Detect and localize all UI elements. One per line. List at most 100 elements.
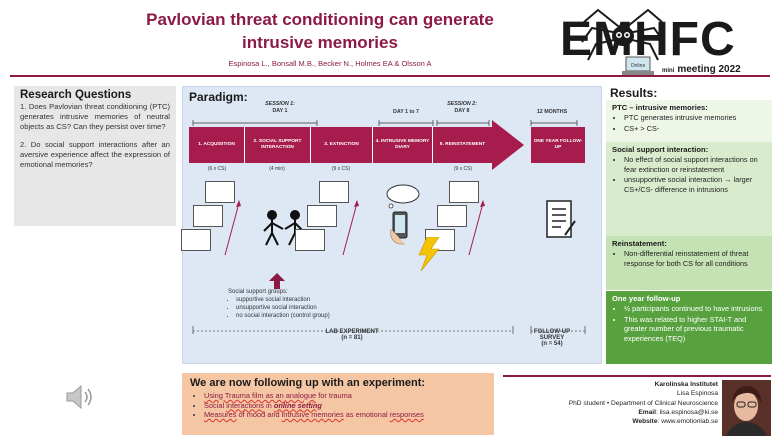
ext-fixation-image bbox=[307, 205, 337, 227]
results-follow-up-box: One year follow-up ½ participants contin… bbox=[606, 291, 772, 364]
lightning-icon bbox=[418, 237, 440, 272]
results-ptc-box: PTC – intrusive memories: PTC generates … bbox=[606, 100, 772, 142]
result-item: CS+ > CS- bbox=[624, 124, 766, 133]
session2-title: SESSION 2: bbox=[447, 101, 477, 107]
authors: Espinosa L., Bonsall M.B., Becker N., Ho… bbox=[228, 59, 432, 68]
cs-hat-image bbox=[181, 229, 211, 251]
text-run: for trauma bbox=[316, 391, 352, 400]
results-follow-up-title: One year follow-up bbox=[612, 294, 681, 303]
rein-fixation-image bbox=[437, 205, 467, 227]
session1-label: SESSION 1: DAY 1 bbox=[253, 101, 307, 115]
smartphone-icon bbox=[390, 211, 408, 245]
research-question-2: 2. Do social support interactions after … bbox=[20, 140, 170, 169]
institute-name: Karolinska Institutet bbox=[654, 381, 718, 388]
presenter-role: PhD student • Department of Clinical Neu… bbox=[568, 399, 718, 407]
session2-label: SESSION 2: DAY 8 bbox=[435, 101, 489, 115]
follow-up-survey-label: FOLLOW-UP SURVEY (n = 54) bbox=[522, 329, 582, 347]
results-reinstatement-box: Reinstatement: Non-differential reinstat… bbox=[606, 236, 772, 290]
session1-title: SESSION 1: bbox=[265, 101, 295, 107]
group-item: no social interaction (control group) bbox=[236, 312, 330, 320]
paradigm-title: Paradigm: bbox=[189, 90, 248, 104]
results-reinstatement-title: Reinstatement: bbox=[612, 239, 667, 248]
acquisition-trials: (6 x CS) bbox=[207, 166, 227, 172]
up-arrow-icon bbox=[269, 273, 285, 289]
text-run: Measures bbox=[204, 410, 237, 420]
logo-sub-text: meeting 2022 bbox=[677, 64, 741, 75]
follow-up-title: We are now following up with an experime… bbox=[190, 377, 426, 389]
result-item: This was related to higher STAI-T and gr… bbox=[624, 315, 766, 343]
research-questions-panel: Research Questions 1. Does Pavlovian thr… bbox=[14, 86, 176, 226]
title-line-1: Pavlovian threat conditioning can genera… bbox=[146, 10, 494, 29]
presenter-photo bbox=[722, 380, 771, 436]
title-line-2: intrusive memories bbox=[242, 33, 398, 52]
rein-clock-image bbox=[449, 181, 479, 203]
text-run: interactions bbox=[226, 400, 264, 410]
laptop-label: Online bbox=[631, 63, 646, 69]
extinction-arrow bbox=[342, 200, 359, 256]
header-divider bbox=[10, 75, 770, 77]
groups-title: Social support groups: bbox=[228, 289, 288, 295]
acquisition-arrow bbox=[224, 200, 241, 256]
step-social-support: 2. SOCIAL SUPPORT INTERACTION bbox=[245, 127, 311, 163]
research-question-1: 1. Does Pavlovian threat conditioning (P… bbox=[20, 102, 170, 131]
results-social-box: Social support interaction: No effect of… bbox=[606, 142, 772, 236]
reinstatement-trials: (9 x CS) bbox=[453, 166, 473, 172]
ext-clock-image bbox=[319, 181, 349, 203]
results-ptc-title: PTC – intrusive memories: bbox=[612, 103, 708, 112]
result-item: No effect of social support interactions… bbox=[624, 155, 766, 174]
text-run: analogue bbox=[285, 391, 317, 400]
survey-n: (n = 54) bbox=[541, 341, 563, 347]
reinstatement-arrow bbox=[468, 200, 485, 256]
logo-sub-prefix: mini bbox=[662, 68, 675, 74]
step-one-year-follow-up: ONE YEAR FOLLOW-UP bbox=[531, 127, 585, 163]
follow-up-item: Social interactions in online setting bbox=[204, 401, 486, 411]
day8-label: DAY 8 bbox=[454, 108, 470, 114]
laptop-icon: Online bbox=[622, 56, 654, 75]
survey-document-icon bbox=[546, 200, 576, 238]
paradigm-panel: Paradigm: SESSION 1: DAY 1 DAY 1 to 7 SE… bbox=[181, 86, 602, 364]
group-item: supportive social interaction bbox=[236, 296, 330, 304]
speaker-icon[interactable] bbox=[64, 382, 94, 412]
text-run: of mood and bbox=[236, 410, 282, 420]
day1-label: DAY 1 bbox=[272, 108, 288, 114]
result-item: Non-differential reinstatement of threat… bbox=[624, 249, 766, 268]
follow-up-item: Using Trauma film as an analogue for tra… bbox=[204, 391, 486, 401]
research-questions-title: Research Questions bbox=[20, 89, 132, 101]
lab-experiment-title: LAB EXPERIMENT bbox=[325, 329, 379, 335]
ext-hat-image bbox=[295, 229, 325, 251]
text-run: in bbox=[263, 400, 274, 410]
text-run: online setting bbox=[273, 400, 322, 410]
step-extinction: 3. EXTINCTION bbox=[311, 127, 373, 163]
follow-up-panel: We are now following up with an experime… bbox=[182, 373, 494, 435]
12-months-label: 12 MONTHS bbox=[536, 109, 568, 115]
email-link[interactable]: lisa.espinosa@ki.se bbox=[659, 408, 718, 416]
website-link[interactable]: www.emotionlab.se bbox=[661, 418, 718, 426]
cs-fixation-image bbox=[193, 205, 223, 227]
text-run: as emotional bbox=[343, 410, 390, 420]
website-label: Website bbox=[632, 418, 658, 426]
text-run: Social bbox=[204, 400, 227, 410]
result-item: ½ participants continued to have intrusi… bbox=[624, 304, 766, 313]
days-1-7-label: DAY 1 to 7 bbox=[393, 109, 419, 115]
results-social-title: Social support interaction: bbox=[612, 145, 709, 154]
presenter-portrait bbox=[722, 380, 771, 436]
survey-title: FOLLOW-UP SURVEY bbox=[533, 329, 571, 341]
result-item: PTC generates intrusive memories bbox=[624, 113, 766, 122]
results-title: Results: bbox=[610, 86, 658, 100]
cs-clock-image bbox=[205, 181, 235, 203]
spider-icon bbox=[581, 8, 665, 61]
lab-experiment-n: (n = 81) bbox=[341, 335, 363, 341]
timeline-ticks bbox=[192, 120, 578, 126]
step-acquisition: 1. ACQUISITION bbox=[189, 127, 245, 163]
email-label: Email bbox=[638, 408, 656, 416]
contact-divider bbox=[503, 375, 771, 377]
group-item: unsupportive social interaction bbox=[236, 304, 330, 312]
text-run: responses bbox=[389, 410, 424, 420]
thought-bubble-icon bbox=[386, 184, 420, 209]
step-intrusive-diary: 4. INTRUSIVE MEMORY DIARY bbox=[373, 127, 433, 163]
text-run: intrusive memories bbox=[281, 410, 344, 420]
lab-experiment-label: LAB EXPERIMENT (n = 81) bbox=[196, 329, 508, 341]
extinction-trials: (9 x CS) bbox=[331, 166, 351, 172]
